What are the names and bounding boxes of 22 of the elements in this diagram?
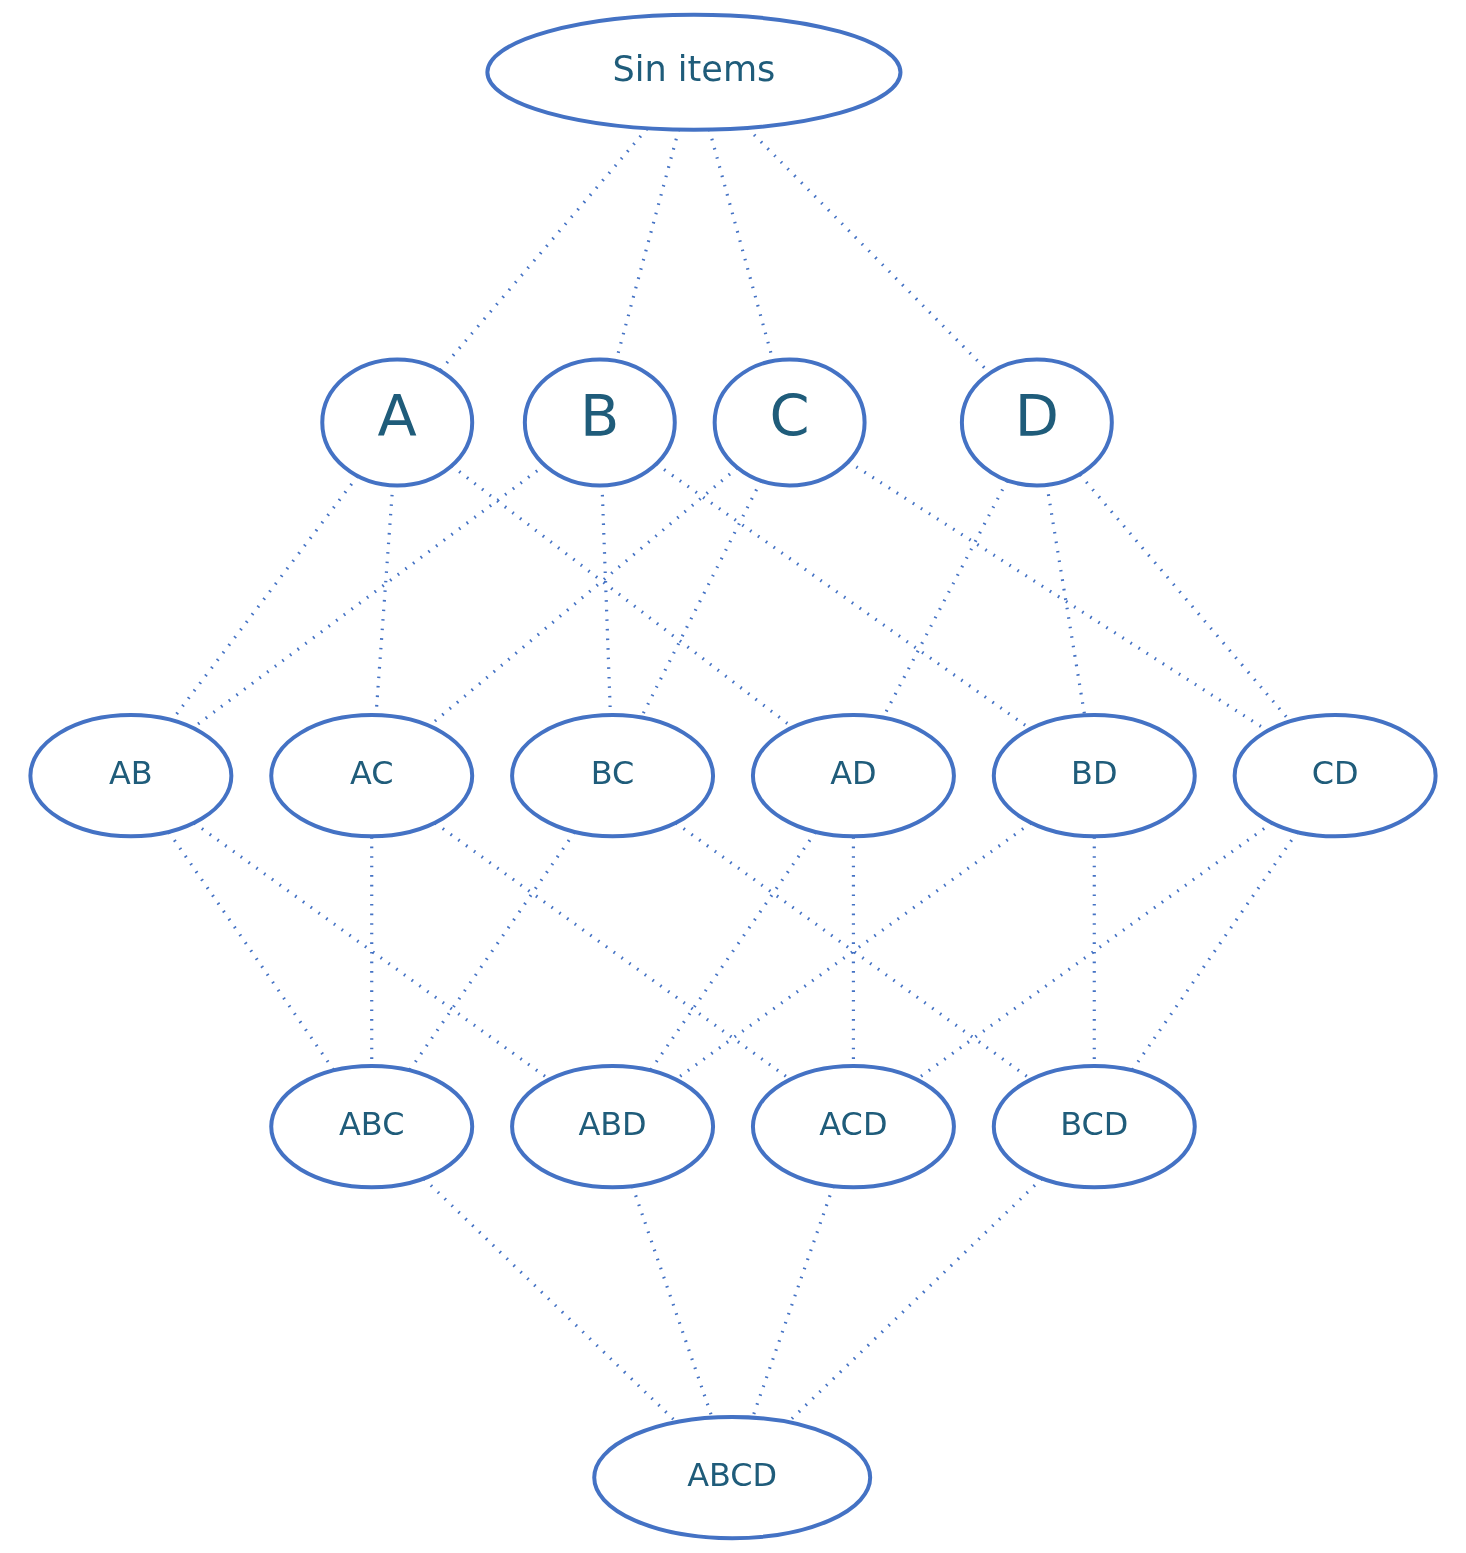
- node-ellipse: ACD: [750, 1064, 956, 1190]
- node-ellipse: A: [320, 357, 475, 488]
- node-ellipse: Sin items: [485, 12, 903, 132]
- connector: [1130, 831, 1299, 1072]
- node-ellipse: BD: [991, 713, 1197, 839]
- connector: [649, 831, 817, 1072]
- connector: [167, 831, 336, 1072]
- node-ellipse: AD: [750, 713, 956, 839]
- node-ellipse: ABCD: [592, 1414, 873, 1541]
- node-ellipse: ABC: [269, 1064, 475, 1190]
- node-ellipse: ABD: [510, 1064, 716, 1190]
- node-ellipse: BCD: [991, 1064, 1197, 1190]
- node-ellipse: C: [712, 357, 867, 488]
- node-ellipse: D: [959, 357, 1114, 488]
- node-ellipse: AB: [28, 713, 234, 839]
- connector: [438, 127, 649, 372]
- connector: [408, 831, 576, 1072]
- node-ellipse: B: [522, 357, 677, 488]
- node-ellipse: BC: [510, 713, 716, 839]
- connector: [1045, 484, 1087, 716]
- node-ellipse: CD: [1232, 713, 1438, 839]
- node-ellipse: AC: [269, 713, 475, 839]
